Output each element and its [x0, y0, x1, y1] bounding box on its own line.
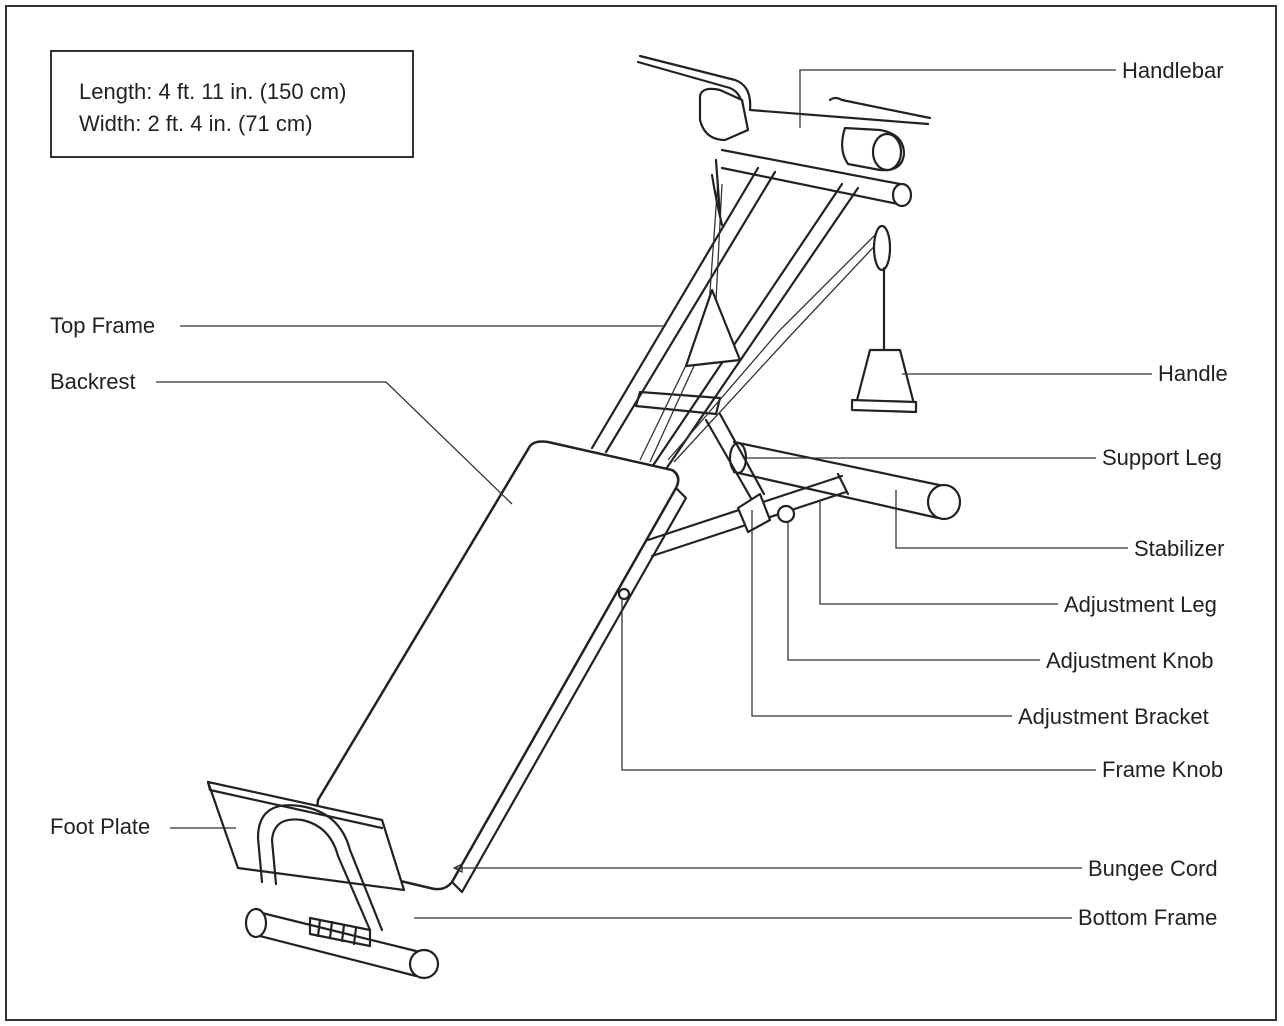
backrest-drawing: [310, 440, 688, 894]
width-text: Width: 2 ft. 4 in. (71 cm): [79, 111, 313, 136]
label-stabilizer: Stabilizer: [1134, 536, 1225, 561]
label-handle: Handle: [1158, 361, 1228, 386]
dimensions-box: Length: 4 ft. 11 in. (150 cm) Width: 2 f…: [50, 50, 414, 158]
label-adjustment-knob: Adjustment Knob: [1046, 648, 1214, 673]
label-bungee-cord: Bungee Cord: [1088, 856, 1218, 881]
label-backrest: Backrest: [50, 369, 136, 394]
label-top-frame: Top Frame: [50, 313, 156, 338]
top-frame-drawing: [590, 166, 860, 474]
label-support-leg: Support Leg: [1102, 445, 1222, 470]
support-leg-drawing: [704, 412, 766, 502]
diagram-border: [5, 5, 1277, 1021]
handlebar-drawing: [636, 54, 932, 172]
length-text: Length: 4 ft. 11 in. (150 cm): [79, 79, 347, 104]
label-adjustment-bracket: Adjustment Bracket: [1018, 704, 1209, 729]
label-adjustment-leg: Adjustment Leg: [1064, 592, 1217, 617]
label-foot-plate: Foot Plate: [50, 814, 151, 839]
label-frame-knob: Frame Knob: [1102, 757, 1224, 782]
label-bottom-frame: Bottom Frame: [1078, 905, 1218, 930]
bottom-frame-drawing: [244, 907, 440, 980]
label-handlebar: Handlebar: [1122, 58, 1224, 83]
handle-drawing: [850, 224, 918, 414]
foot-plate-drawing: [206, 780, 406, 932]
